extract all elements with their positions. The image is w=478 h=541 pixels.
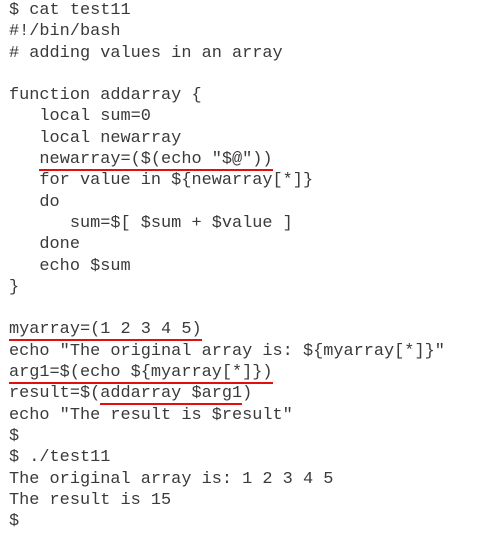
code-segment: # adding values in an array — [9, 43, 283, 63]
code-line: do — [9, 192, 445, 213]
code-segment: result=$( — [9, 384, 101, 404]
code-segment: $ ./test11 — [9, 448, 111, 468]
code-segment — [9, 150, 39, 169]
code-segment: ) — [242, 384, 253, 404]
code-line: sum=$[ $sum + $value ] — [9, 213, 445, 234]
code-line — [9, 64, 445, 85]
code-segment: done — [9, 235, 80, 255]
code-segment: sum=$[ $sum + $value ] — [9, 213, 293, 233]
code-segment: function addarray { — [9, 86, 202, 106]
highlighted-code-segment: myarray=(1 2 3 4 5) — [9, 320, 202, 342]
code-segment: local newarray — [9, 128, 182, 148]
code-line: done — [9, 234, 445, 255]
code-line: local sum=0 — [9, 106, 445, 127]
code-line: #!/bin/bash — [9, 21, 445, 42]
code-line: $ — [9, 511, 445, 532]
code-line: $ ./test11 — [9, 447, 445, 468]
code-line: The result is 15 — [9, 490, 445, 511]
code-segment: The original array is: 1 2 3 4 5 — [9, 469, 334, 489]
terminal-code-listing: $ cat test11 #!/bin/bash# adding values i… — [9, 0, 445, 532]
code-line: for value in ${newarray[*]} — [9, 170, 445, 191]
code-segment: echo $sum — [9, 256, 131, 276]
code-line: result=$(addarray $arg1) — [9, 383, 445, 406]
code-line: arg1=$(echo ${myarray[*]}) — [9, 362, 445, 385]
code-line: newarray=($(echo "$@")) — [9, 149, 445, 172]
code-segment: The result is 15 — [9, 490, 172, 510]
code-line: myarray=(1 2 3 4 5) — [9, 319, 445, 342]
code-line: $ — [9, 426, 445, 447]
code-segment: #!/bin/bash — [9, 22, 121, 42]
code-segment: $ cat test11 — [9, 1, 131, 20]
code-segment: } — [9, 277, 20, 297]
code-segment: $ — [9, 426, 20, 446]
code-line: echo $sum — [9, 256, 445, 277]
code-segment: echo "The original array is: ${myarray[*… — [9, 341, 445, 361]
code-segment: echo "The result is $result" — [9, 405, 293, 425]
code-segment: for value in ${newarray[*]} — [9, 171, 314, 191]
code-line: local newarray — [9, 128, 445, 149]
code-line: $ cat test11 — [9, 0, 445, 21]
code-line: function addarray { — [9, 85, 445, 106]
code-segment: local sum=0 — [9, 107, 151, 127]
highlighted-code-segment: arg1=$(echo ${myarray[*]}) — [9, 363, 273, 385]
code-line: # adding values in an array — [9, 43, 445, 64]
code-segment: $ — [9, 512, 20, 532]
code-segment: do — [9, 192, 60, 212]
code-line — [9, 298, 445, 319]
code-line: echo "The result is $result" — [9, 405, 445, 426]
highlighted-code-segment: addarray $arg1 — [100, 384, 243, 406]
code-line: } — [9, 277, 445, 298]
code-line: The original array is: 1 2 3 4 5 — [9, 469, 445, 490]
highlighted-code-segment: newarray=($(echo "$@")) — [39, 150, 273, 172]
code-line: echo "The original array is: ${myarray[*… — [9, 341, 445, 362]
